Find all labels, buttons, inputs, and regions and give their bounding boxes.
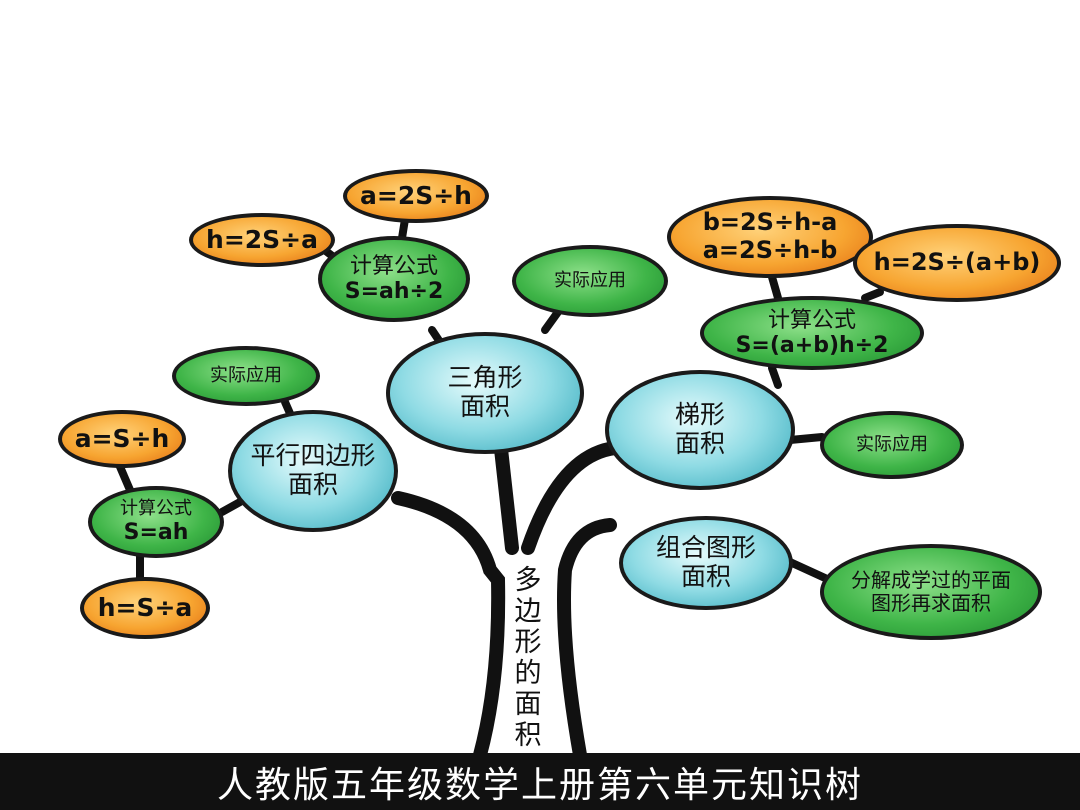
trapezoid-a-formula: a=2S÷h-b: [702, 236, 838, 264]
triangle-height-formula-node: h=2S÷a: [189, 213, 335, 267]
trunk-label-char: 的: [514, 658, 542, 689]
trapezoid-area-node: 梯形 面积: [605, 370, 795, 490]
trunk-label-char: 边: [514, 596, 542, 627]
trapezoid-area-line1: 梯形: [674, 400, 725, 430]
branch-trapezoid: [521, 441, 622, 555]
composite-method-line1: 分解成学过的平面: [851, 568, 1011, 592]
parallelogram-area-line1: 平行四边形: [250, 441, 376, 471]
parallelogram-base-formula-node: a=S÷h: [58, 410, 186, 468]
trapezoid-application: 实际应用: [856, 433, 928, 455]
trunk-label: 多边形的面积: [508, 565, 548, 751]
parallelogram-area-line2: 面积: [287, 470, 338, 499]
trapezoid-formula-node: 计算公式 S=(a+b)h÷2: [700, 296, 924, 370]
parallelogram-area-node: 平行四边形 面积: [228, 410, 398, 532]
triangle-application-node: 实际应用: [512, 245, 668, 317]
link-comp-method: [786, 558, 829, 582]
link-para-formula: [218, 498, 244, 516]
triangle-formula-title: 计算公式: [349, 253, 438, 279]
composite-method-line2: 图形再求面积: [871, 591, 991, 615]
composite-area-line1: 组合图形: [655, 533, 756, 563]
triangle-area-line2: 面积: [459, 392, 510, 421]
triangle-formula-value: S=ah÷2: [344, 279, 444, 304]
link-trap-app: [786, 433, 826, 444]
triangle-area-line1: 三角形: [447, 363, 523, 393]
link-tri-app: [541, 308, 562, 334]
trapezoid-b-formula: b=2S÷h-a: [702, 208, 838, 237]
composite-area-line2: 面积: [680, 562, 731, 591]
trunk-label-char: 积: [514, 720, 542, 751]
triangle-formula-node: 计算公式 S=ah÷2: [318, 236, 470, 322]
trapezoid-ab-formula-node: b=2S÷h-a a=2S÷h-b: [667, 196, 873, 278]
triangle-base-formula: a=2S÷h: [360, 180, 472, 210]
link-trap-d2: [861, 288, 884, 302]
trunk-label-char: 多: [514, 565, 542, 596]
parallelogram-formula-title: 计算公式: [120, 498, 192, 519]
parallelogram-application-node: 实际应用: [172, 346, 320, 406]
trapezoid-height-formula-node: h=2S÷(a+b): [853, 224, 1061, 302]
branch-triangle: [493, 433, 519, 555]
triangle-area-node: 三角形 面积: [386, 332, 584, 454]
trapezoid-formula-title: 计算公式: [767, 307, 856, 333]
trunk-label-char: 形: [514, 627, 542, 658]
parallelogram-height-formula-node: h=S÷a: [80, 577, 210, 639]
parallelogram-base-formula: a=S÷h: [74, 423, 170, 453]
parallelogram-application: 实际应用: [210, 364, 282, 386]
footer-title-bar: 人教版五年级数学上册第六单元知识树: [0, 753, 1080, 810]
trunk-left-edge: [391, 491, 506, 762]
parallelogram-height-formula: h=S÷a: [97, 592, 193, 622]
link-trap-formula: [768, 364, 782, 389]
trunk-label-char: 面: [514, 689, 542, 720]
triangle-height-formula: h=2S÷a: [206, 224, 318, 254]
trapezoid-formula-value: S=(a+b)h÷2: [735, 333, 889, 358]
triangle-application: 实际应用: [554, 269, 626, 291]
trapezoid-application-node: 实际应用: [820, 411, 964, 479]
trapezoid-height-formula: h=2S÷(a+b): [873, 248, 1041, 277]
triangle-base-formula-node: a=2S÷h: [343, 169, 489, 223]
parallelogram-formula-value: S=ah: [123, 519, 189, 545]
composite-area-node: 组合图形 面积: [619, 516, 793, 610]
trunk-right-edge: [557, 518, 617, 762]
parallelogram-formula-node: 计算公式 S=ah: [88, 486, 224, 558]
footer-title: 人教版五年级数学上册第六单元知识树: [216, 764, 863, 806]
trapezoid-area-line2: 面积: [674, 429, 725, 458]
composite-method-node: 分解成学过的平面 图形再求面积: [820, 544, 1042, 640]
